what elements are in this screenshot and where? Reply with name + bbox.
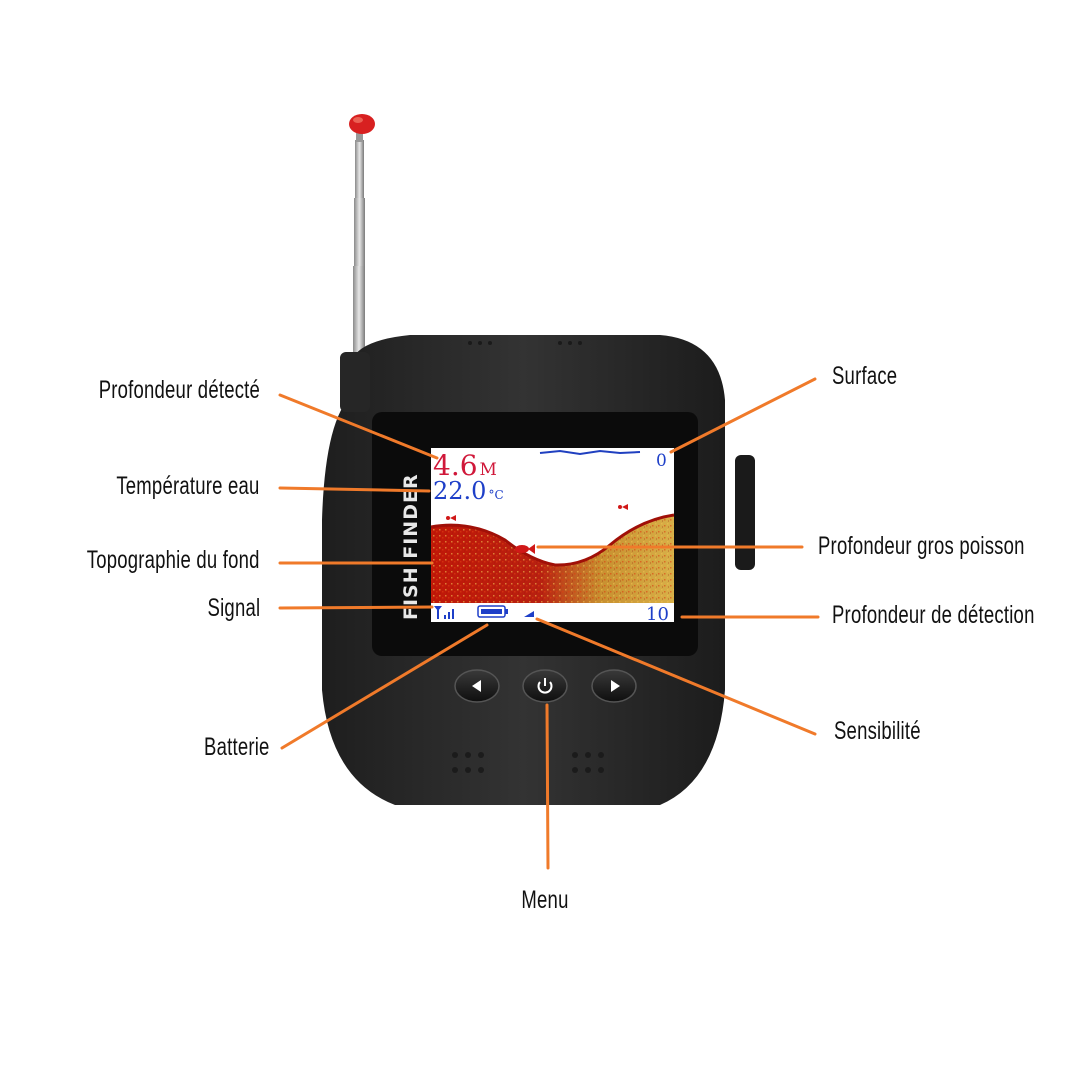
temperature-value: 22.0 [433, 477, 486, 505]
callout-line-batterie [280, 623, 489, 750]
temperature-unit: °C [488, 488, 503, 502]
label-topographie: Topographie du fond [87, 546, 260, 574]
triangle-left-icon [472, 680, 481, 692]
label-sensibilite: Sensibilité [834, 717, 921, 745]
label-signal: Signal [207, 594, 260, 622]
big-fish-icon [515, 544, 535, 554]
top-scale: 0 [656, 451, 667, 471]
power-icon [537, 678, 553, 694]
callout-line-temperature [278, 486, 431, 493]
left-button[interactable] [454, 669, 500, 703]
signal-icon [434, 606, 454, 619]
callout-line-surface [669, 377, 817, 454]
label-detection: Profondeur de détection [832, 601, 1035, 629]
label-batterie: Batterie [204, 733, 270, 761]
callout-line-signal [278, 605, 434, 610]
label-temperature-eau: Température eau [116, 472, 260, 500]
power-button[interactable] [522, 669, 568, 703]
antenna [349, 114, 375, 361]
callout-line-menu [545, 703, 550, 870]
antenna-tip [349, 114, 375, 134]
surface-echo [539, 449, 641, 456]
label-profondeur-detecte: Profondeur détecté [98, 376, 260, 404]
side-button [735, 455, 755, 570]
svg-text:4.6M: 4.6M [433, 449, 497, 482]
battery-icon [477, 605, 508, 618]
right-button[interactable] [591, 669, 637, 703]
triangle-right-icon [611, 680, 620, 692]
label-surface: Surface [832, 362, 898, 390]
svg-text:22.0°C: 22.0°C [433, 477, 504, 505]
callout-line-profondeur [278, 393, 439, 460]
label-menu: Menu [521, 886, 569, 914]
sensitivity-icon [524, 611, 534, 617]
bottom-scale: 10 [646, 604, 669, 625]
callout-lines [278, 377, 820, 870]
callout-line-sensibilite [535, 617, 817, 736]
fish-icon [446, 504, 628, 521]
depth-value: 4.6 [433, 449, 478, 482]
brand-text: FISH FINDER [400, 473, 422, 620]
depth-unit: M [480, 460, 497, 480]
label-gros-poisson: Profondeur gros poisson [818, 532, 1025, 560]
